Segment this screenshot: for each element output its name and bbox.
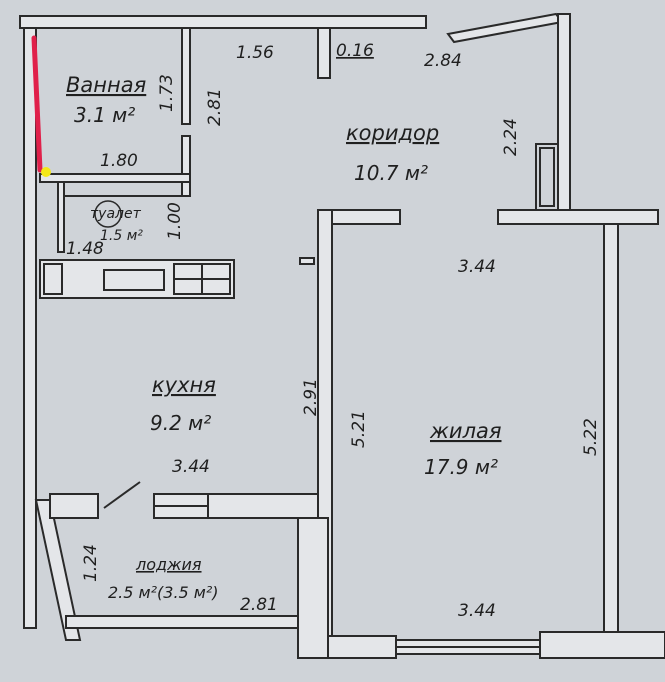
shaft-inner (539, 147, 555, 207)
living-bottom-wall-right (539, 631, 665, 659)
toilet-right-wall (181, 135, 191, 197)
dim-3-44-living: 3.44 (458, 601, 496, 621)
corridor-name: коридор (346, 121, 439, 145)
living-name: жилая (429, 419, 502, 443)
dim-2-24: 2.24 (501, 118, 521, 156)
kitchen-loggia-wall-left (49, 493, 99, 519)
dim-2-91: 2.91 (301, 378, 321, 416)
loggia-name: лоджия (135, 555, 202, 574)
dim-5-21: 5.21 (349, 410, 369, 448)
yellow-highlight-point (41, 167, 51, 177)
door-swing (103, 481, 141, 509)
wall-stub-016 (317, 27, 331, 79)
dim-2-81-bath: 2.81 (205, 88, 225, 126)
dim-1-24: 1.24 (81, 544, 101, 582)
toilet-area: 1.5 м² (100, 228, 143, 244)
bath-right-wall (181, 27, 191, 125)
living-area: 17.9 м² (424, 455, 498, 479)
dim-1-00: 1.00 (165, 202, 185, 240)
kitchen-name: кухня (152, 373, 216, 397)
left-outer-wall (23, 27, 37, 629)
dim-1-56: 1.56 (236, 43, 274, 63)
toilet-fixture (94, 200, 122, 228)
toilet-name: туалет (90, 206, 142, 222)
dim-1-80: 1.80 (100, 151, 138, 171)
counter-sink (43, 263, 63, 295)
top-wall (19, 15, 427, 29)
bath-area: 3.1 м² (74, 103, 135, 127)
loggia-left-wall (34, 499, 82, 641)
dim-3-44-kitchen: 3.44 (172, 457, 210, 477)
loggia-area: 2.5 м²(3.5 м²) (108, 583, 219, 602)
toilet-inner-wall (57, 181, 65, 253)
corridor-living-wall (497, 209, 659, 225)
living-bottom-wall-left (327, 635, 397, 659)
kitchen-loggia-wall-right (207, 493, 319, 519)
loggia-bottom (65, 615, 299, 629)
kitchen-area: 9.2 м² (150, 411, 211, 435)
shaft-wall (557, 13, 571, 215)
dim-2-81-loggia: 2.81 (240, 595, 278, 615)
bath-toilet-divider (39, 173, 191, 183)
dim-1-48: 1.48 (66, 239, 104, 259)
dim-2-84: 2.84 (424, 51, 462, 71)
dim-1-73: 1.73 (157, 74, 177, 112)
dim-0-16: 0.16 (336, 41, 374, 61)
loggia-right-column (297, 517, 329, 659)
dim-5-22: 5.22 (581, 418, 601, 456)
living-right-wall (603, 223, 619, 637)
door-mark (299, 257, 315, 265)
dim-3-44-corridor: 3.44 (458, 257, 496, 277)
counter-stove (103, 269, 165, 291)
bath-name: Ванная (66, 73, 146, 97)
corridor-area: 10.7 м² (354, 161, 428, 185)
red-highlight-marker (31, 35, 43, 173)
